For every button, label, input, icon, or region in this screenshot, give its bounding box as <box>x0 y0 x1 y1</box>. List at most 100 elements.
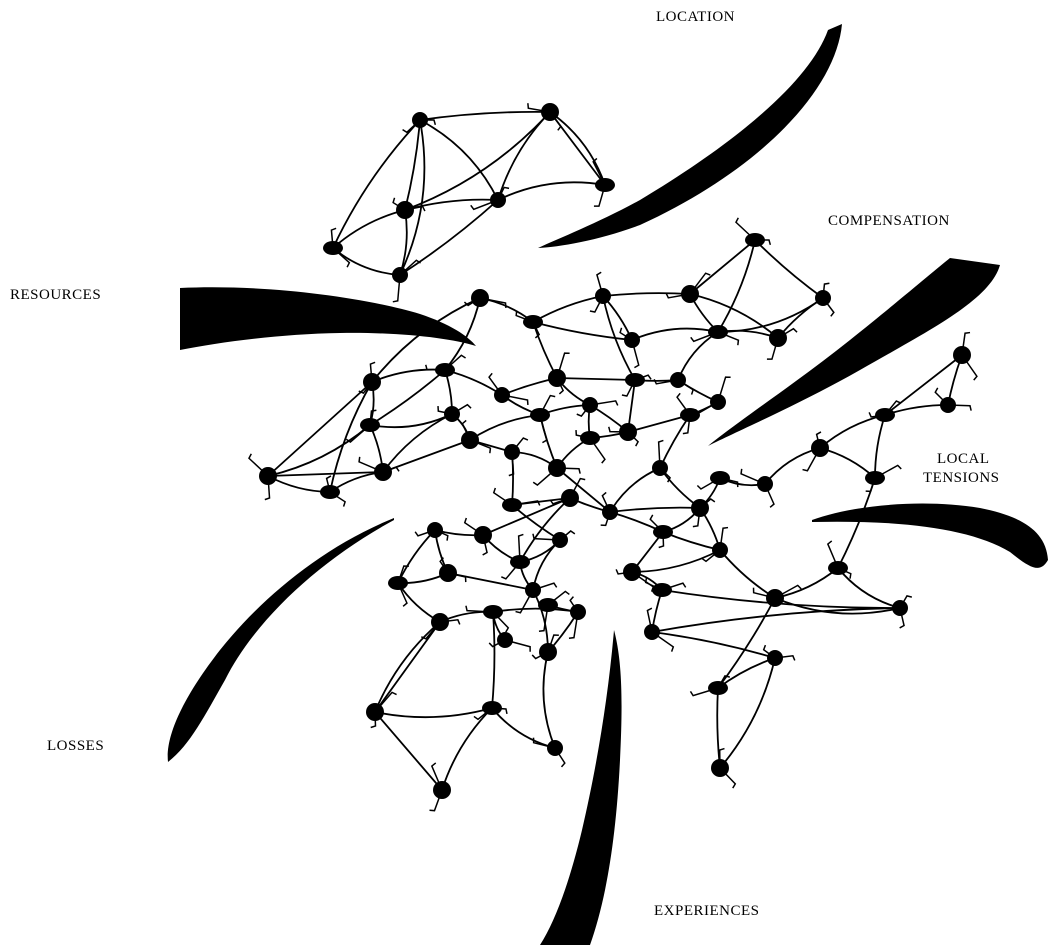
network-edge <box>374 621 441 713</box>
network-edge <box>754 239 824 299</box>
network-node <box>953 346 971 364</box>
network-node <box>433 781 451 799</box>
network-edge <box>532 321 633 341</box>
network-node <box>366 703 384 721</box>
network-edge <box>491 611 496 709</box>
network-edge <box>399 199 499 276</box>
network-edge <box>332 209 406 249</box>
network-node <box>711 759 729 777</box>
network-edge <box>819 447 876 479</box>
node-tendril <box>589 400 619 406</box>
network-edge <box>382 413 453 473</box>
network-node <box>811 439 829 457</box>
network-edge <box>469 414 541 441</box>
network-edge <box>609 467 661 513</box>
network-node <box>502 498 522 512</box>
network-edge <box>371 297 481 383</box>
network-edge <box>717 239 756 333</box>
network-node <box>644 624 660 640</box>
network-edge <box>532 295 604 323</box>
network-edge <box>332 119 421 249</box>
network-node <box>552 532 568 548</box>
network-node <box>525 582 541 598</box>
force-strokes <box>167 24 1048 945</box>
network-edge <box>819 414 886 449</box>
network-node <box>320 485 340 499</box>
node-tendril <box>657 439 664 469</box>
network-node <box>828 561 848 575</box>
node-tendril <box>740 468 766 485</box>
network-edge <box>374 707 493 719</box>
network-node <box>595 178 615 192</box>
network-node <box>388 576 408 590</box>
network-edge <box>399 209 408 276</box>
network-node <box>625 373 645 387</box>
network-node <box>461 431 479 449</box>
local-tensions-label-line2: TENSIONS <box>923 470 1000 486</box>
node-tendril <box>517 533 524 563</box>
network-node <box>652 583 672 597</box>
network-edge <box>689 293 779 339</box>
network-node <box>561 489 579 507</box>
network-node <box>670 372 686 388</box>
network-edge <box>764 447 821 485</box>
network-edge <box>689 239 756 295</box>
network-node <box>435 363 455 377</box>
network-node <box>547 740 563 756</box>
network-node <box>582 397 598 413</box>
network-node <box>363 373 381 391</box>
node-tendril <box>501 394 529 406</box>
network-node <box>712 542 728 558</box>
network-edge <box>329 381 373 493</box>
network-node <box>539 643 557 661</box>
network-node <box>444 406 460 422</box>
compensation-label: COMPENSATION <box>828 213 950 229</box>
node-tendril <box>717 376 731 403</box>
node-tendril <box>515 589 534 614</box>
network-node <box>510 555 530 569</box>
network-node <box>474 526 492 544</box>
network-node <box>652 460 668 476</box>
network-node <box>766 589 784 607</box>
network-node <box>374 463 392 481</box>
network-edge <box>419 110 551 121</box>
network-node <box>745 233 765 247</box>
network-node <box>653 525 673 539</box>
network-node <box>541 103 559 121</box>
network-node <box>490 192 506 208</box>
losses-label: LOSSES <box>47 738 105 754</box>
network-node <box>504 444 520 460</box>
network-edge <box>609 506 701 513</box>
network-edge <box>542 651 556 749</box>
network-edge <box>374 711 443 791</box>
node-tendril <box>532 533 561 541</box>
network-edge <box>774 597 901 615</box>
network-edge <box>397 529 436 584</box>
location-force-stroke <box>538 24 842 248</box>
node-tendril <box>568 611 579 639</box>
node-tendril <box>651 631 675 652</box>
network-node <box>865 471 885 485</box>
network-edge <box>602 295 636 381</box>
network-node <box>624 332 640 348</box>
network-node <box>892 600 908 616</box>
network-edge <box>874 414 886 479</box>
local-tensions-label: LOCAL TENSIONS <box>923 450 1000 488</box>
node-tendril <box>589 437 606 464</box>
network-edge <box>777 297 824 339</box>
network-node <box>483 605 503 619</box>
network-node <box>570 604 586 620</box>
network-node <box>875 408 895 422</box>
node-tendril <box>735 217 756 241</box>
node-tendril <box>345 424 371 443</box>
network-node <box>471 289 489 307</box>
network-node <box>523 315 543 329</box>
network-node <box>680 408 700 422</box>
network-node <box>595 288 611 304</box>
node-tendril <box>631 339 640 369</box>
network-node <box>431 613 449 631</box>
network-edge <box>717 597 776 689</box>
network-edge <box>719 657 776 769</box>
